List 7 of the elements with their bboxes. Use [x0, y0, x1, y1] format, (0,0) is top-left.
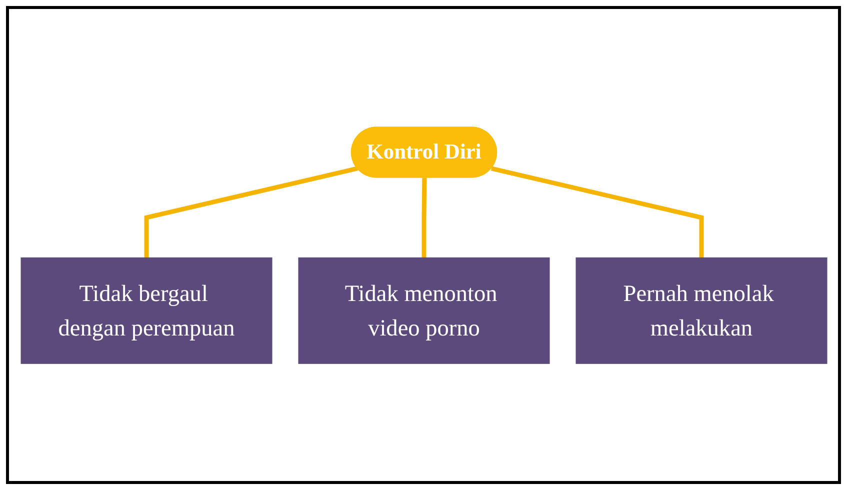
- connector: [490, 166, 704, 258]
- connector: [421, 177, 426, 258]
- connector: [144, 166, 358, 258]
- node-box: [298, 257, 550, 364]
- node-box: [575, 257, 827, 364]
- node-box: [20, 257, 272, 364]
- frame-border: Kontrol Diri Tidak bergaul dengan perempuan Tidak menonton video porno Pernah menolak melakukan: [6, 6, 841, 484]
